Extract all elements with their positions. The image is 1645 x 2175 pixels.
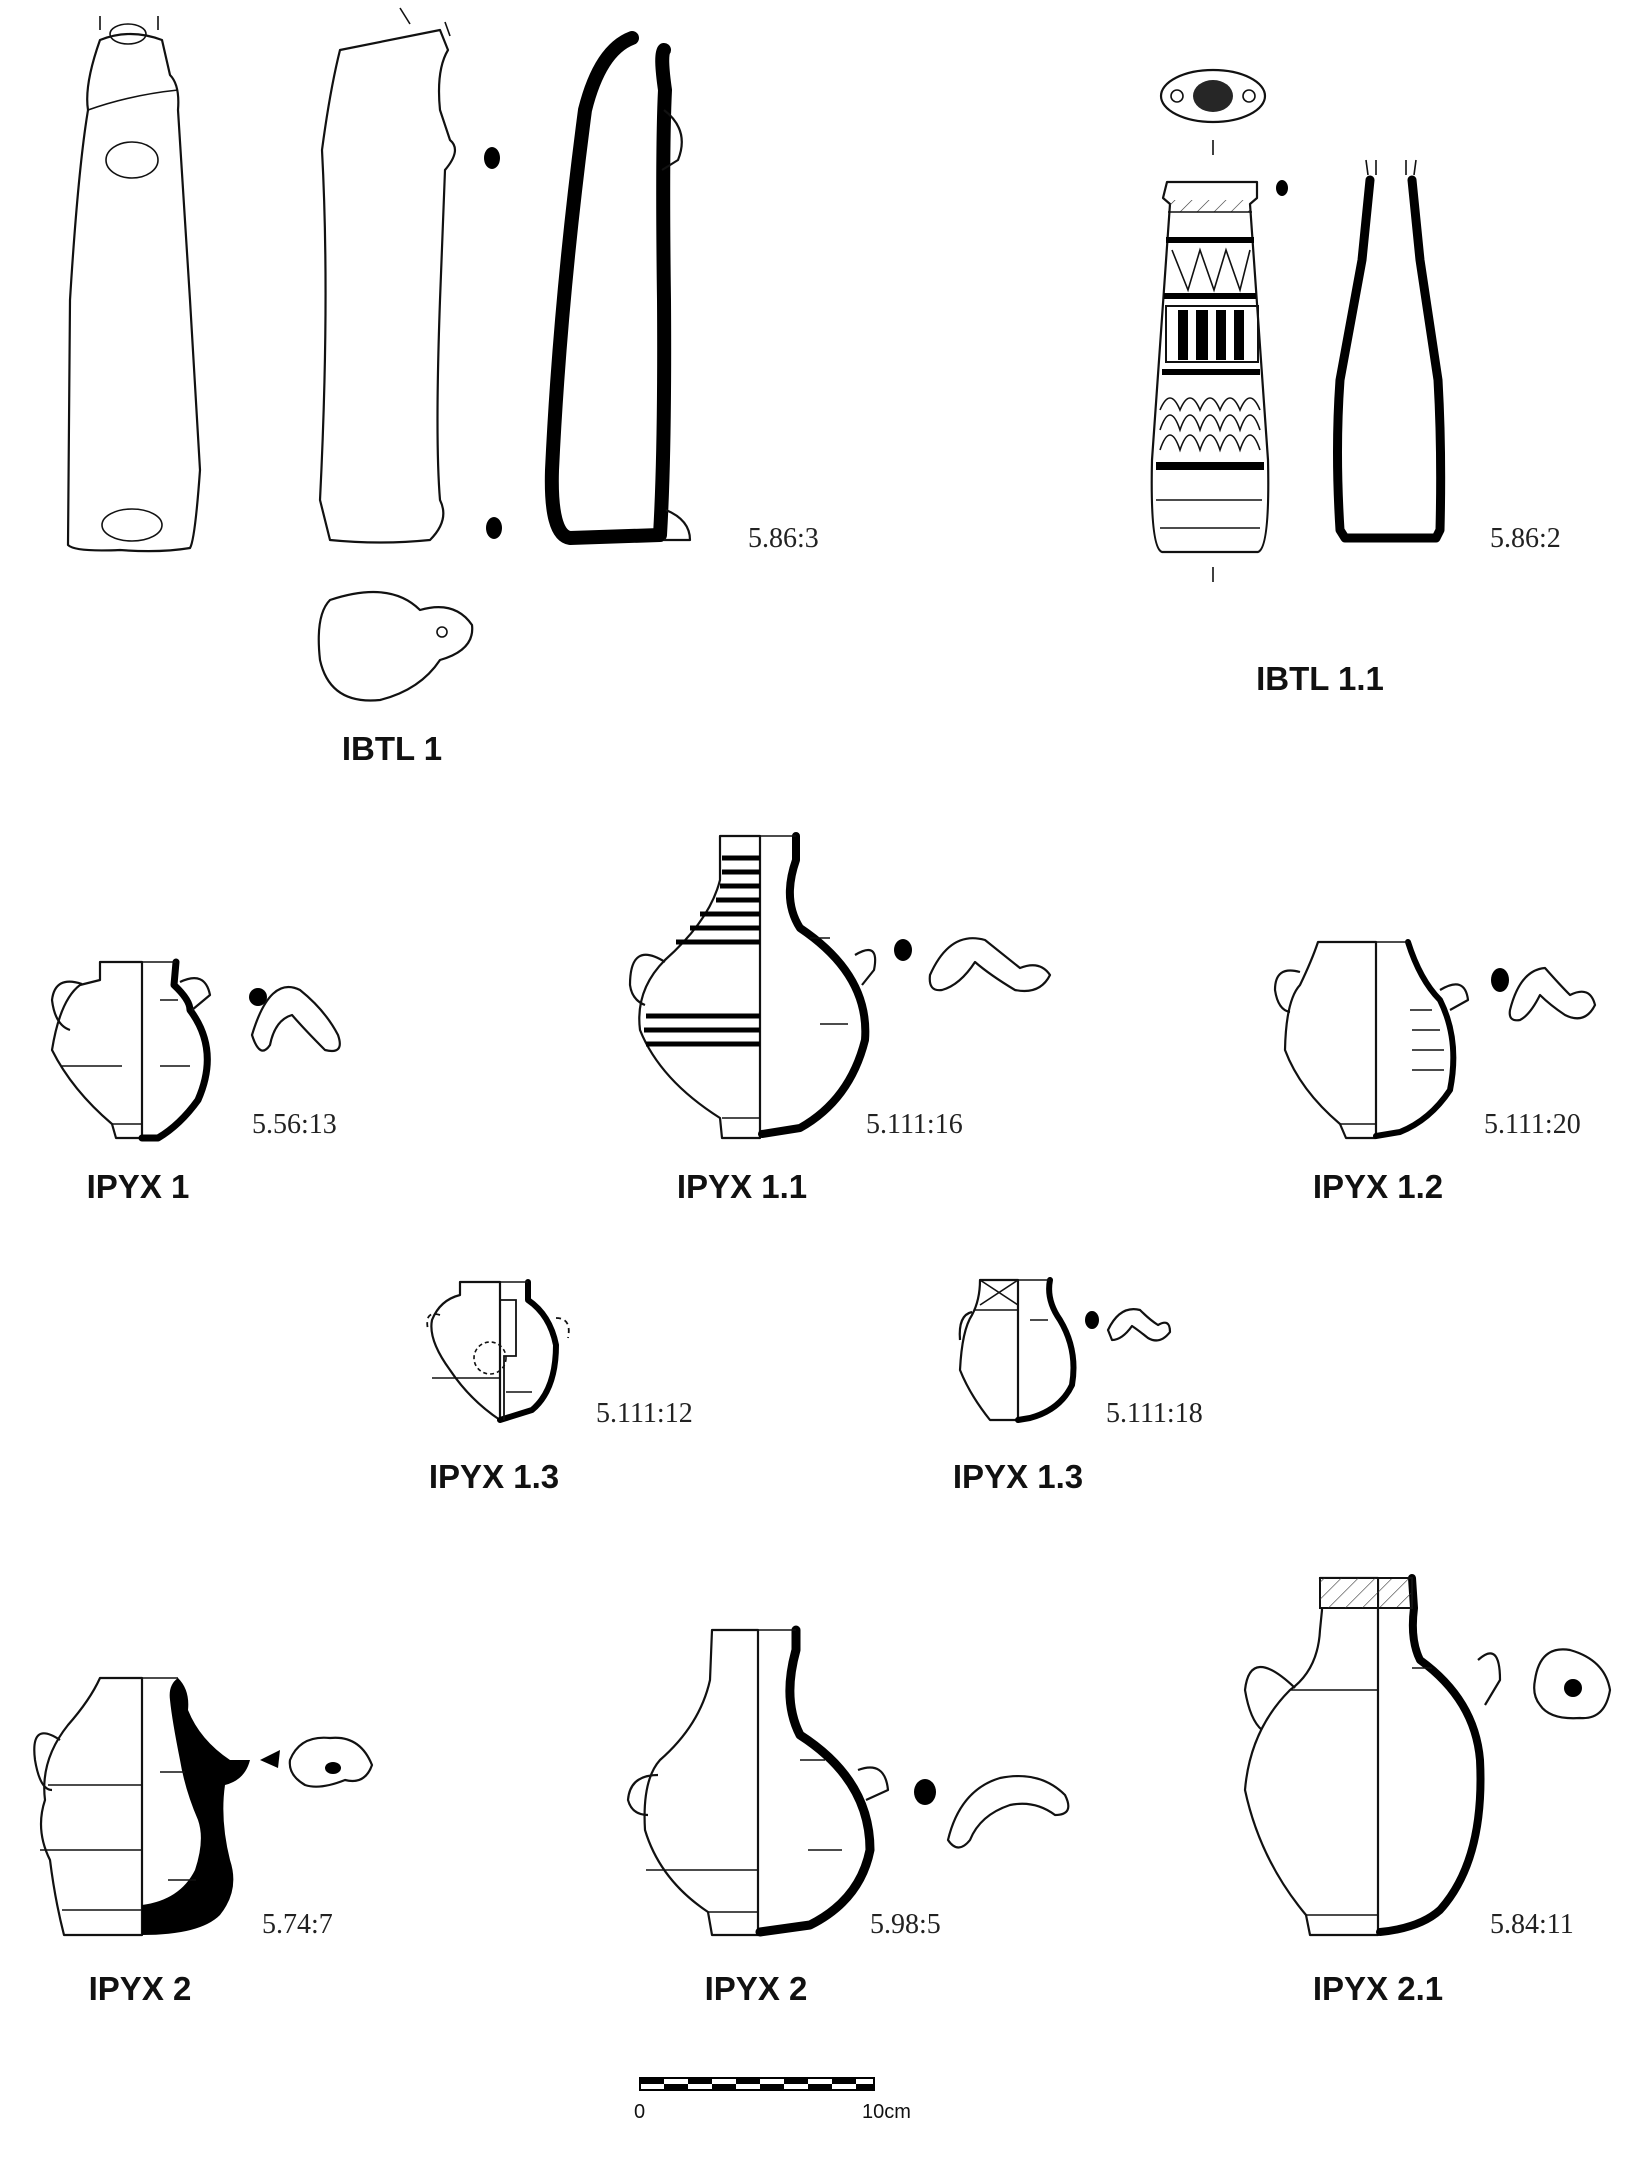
ibtl-1-1-rim-plan xyxy=(1159,68,1267,124)
ipyx-1-3a-section xyxy=(497,1279,559,1423)
ipyx-1-2-ref: 5.111:20 xyxy=(1484,1109,1581,1140)
ipyx-1-3b-figure: 5.111:18 IPYX 1.3 xyxy=(953,1277,1203,1495)
ibtl-1-1-exterior-view xyxy=(1150,180,1270,554)
ipyx-1-label: IPYX 1 xyxy=(87,1168,190,1205)
ipyx-1-3a-ref: 5.111:12 xyxy=(596,1398,693,1429)
ipyx-1-3a-profile xyxy=(430,1280,502,1422)
ibtl-1-1-label: IBTL 1.1 xyxy=(1256,660,1384,697)
ipyx-2-1-ref: 5.84:11 xyxy=(1490,1909,1574,1940)
ipyx-1-1-profile xyxy=(638,834,762,1140)
ipyx-2b-ref: 5.98:5 xyxy=(870,1909,941,1940)
scale-bar: 0 10cm xyxy=(634,2077,911,2123)
ipyx-2b-label: IPYX 2 xyxy=(705,1970,808,2007)
ipyx-2a-section xyxy=(142,1678,250,1935)
ipyx-1-profile xyxy=(50,960,144,1140)
ipyx-2-1-profile xyxy=(1243,1576,1380,1937)
ipyx-1-2-label: IPYX 1.2 xyxy=(1313,1168,1443,1205)
ipyx-1-2-profile xyxy=(1283,940,1378,1140)
ibtl-1-1-section xyxy=(1333,175,1446,543)
ibtl-1-exterior-view xyxy=(66,32,202,553)
scale-bar-start-label: 0 xyxy=(634,2101,645,2123)
ipyx-1-2-section xyxy=(1373,939,1457,1139)
ipyx-2b-handle-profile xyxy=(946,1774,1070,1849)
ipyx-2a-handle-view xyxy=(288,1736,374,1788)
ipyx-1-3b-section xyxy=(1015,1277,1077,1423)
ipyx-1-1-figure: 5.111:16 IPYX 1.1 xyxy=(628,832,1052,1205)
ipyx-1-3b-ref: 5.111:18 xyxy=(1106,1398,1203,1429)
ipyx-2a-profile xyxy=(39,1676,144,1937)
ipyx-1-3b-handle-profile xyxy=(1106,1308,1172,1342)
ipyx-1-3a-label: IPYX 1.3 xyxy=(429,1458,559,1495)
ipyx-1-1-handle-profile xyxy=(928,937,1052,993)
ibtl-1-section xyxy=(544,31,672,545)
ipyx-1-1-label: IPYX 1.1 xyxy=(677,1168,807,1205)
ipyx-1-ref: 5.56:13 xyxy=(252,1109,337,1140)
ipyx-1-3a-figure: 5.111:12 IPYX 1.3 xyxy=(426,1279,693,1495)
ibtl-1-label: IBTL 1 xyxy=(342,730,442,767)
ipyx-1-section xyxy=(138,958,211,1142)
ibtl-1-1-ref: 5.86:2 xyxy=(1490,523,1561,554)
scale-bar-end-label: 10cm xyxy=(862,2101,911,2123)
ipyx-1-3b-profile xyxy=(958,1278,1020,1422)
ipyx-2-1-figure: 5.84:11 IPYX 2.1 xyxy=(1243,1574,1612,2007)
ipyx-1-figure: 5.56:13 IPYX 1 xyxy=(50,958,341,1205)
ipyx-2b-figure: 5.98:5 IPYX 2 xyxy=(626,1625,1070,2007)
ipyx-1-3b-label: IPYX 1.3 xyxy=(953,1458,1083,1495)
ibtl-1-side-view xyxy=(318,28,457,544)
ipyx-2-1-handle-view xyxy=(1533,1648,1612,1720)
ipyx-2-1-label: IPYX 2.1 xyxy=(1313,1970,1443,2007)
ipyx-2b-profile xyxy=(643,1628,760,1937)
ipyx-2a-label: IPYX 2 xyxy=(89,1970,192,2007)
ipyx-1-2-figure: 5.111:20 IPYX 1.2 xyxy=(1273,939,1597,1205)
ipyx-2-1-section xyxy=(1376,1574,1485,1936)
ipyx-1-1-ref: 5.111:16 xyxy=(866,1109,963,1140)
ibtl-1-base-plan xyxy=(317,590,474,702)
ibtl-1-figure: 5.86:3 IBTL 1 xyxy=(66,7,819,767)
ipyx-1-2-handle-profile xyxy=(1508,966,1597,1022)
ipyx-2b-section xyxy=(755,1625,875,1937)
ipyx-2a-ref: 5.74:7 xyxy=(262,1909,333,1940)
ipyx-1-handle-profile xyxy=(250,985,341,1053)
ipyx-2a-figure: 5.74:7 IPYX 2 xyxy=(33,1676,374,2007)
ibtl-1-ref: 5.86:3 xyxy=(748,523,819,554)
ibtl-1-1-figure: 5.86:2 IBTL 1.1 xyxy=(1150,68,1561,697)
ipyx-1-1-section xyxy=(758,832,870,1138)
